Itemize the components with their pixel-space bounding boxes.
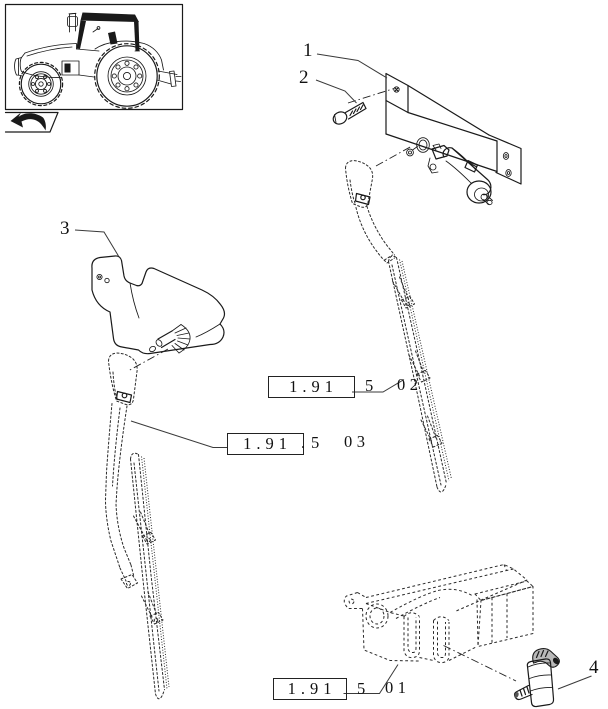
ref-03-group[interactable]: 5 <box>311 433 324 452</box>
callout-2[interactable]: 2 <box>299 67 309 88</box>
bolt-part <box>332 101 367 125</box>
rear-wiper-motor-part <box>91 255 226 355</box>
ref-03-section-box[interactable]: 1.91 <box>227 433 304 455</box>
nav-arrow-icon <box>10 112 46 131</box>
washer-tank <box>343 564 534 664</box>
leader-lines <box>74 53 592 694</box>
right-arm-axis-line <box>375 145 413 167</box>
ref-02-section-box[interactable]: 1.91 <box>268 376 355 398</box>
ref-01-sheet[interactable]: 01 <box>385 678 411 697</box>
tractor-thumbnail-drawing <box>4 3 184 111</box>
right-wiper-blade <box>388 255 452 493</box>
mounting-bracket-part <box>385 72 522 185</box>
page-corner-tab <box>4 111 59 133</box>
ref-03-separator: . <box>301 433 310 452</box>
left-wiper-arm <box>105 352 138 589</box>
ref-01-section-box[interactable]: 1.91 <box>273 678 347 700</box>
ref-02-sheet[interactable]: 02 <box>397 375 423 394</box>
ref-03-sheet[interactable]: 03 <box>344 432 370 451</box>
callout-1[interactable]: 1 <box>303 40 313 61</box>
right-wiper-arm <box>345 160 395 264</box>
washer-pump-part <box>513 648 560 708</box>
motor-shaft-axis-line <box>127 348 169 372</box>
wiper-motor-on-bracket <box>427 143 493 206</box>
callout-4[interactable]: 4 <box>589 657 599 678</box>
ref-02-group[interactable]: 5 <box>365 376 378 395</box>
left-wiper-blade <box>130 452 170 700</box>
pump-mount-axis-line <box>443 645 517 682</box>
callout-3[interactable]: 3 <box>60 218 70 239</box>
ref-01-group[interactable]: 5 <box>357 679 370 698</box>
